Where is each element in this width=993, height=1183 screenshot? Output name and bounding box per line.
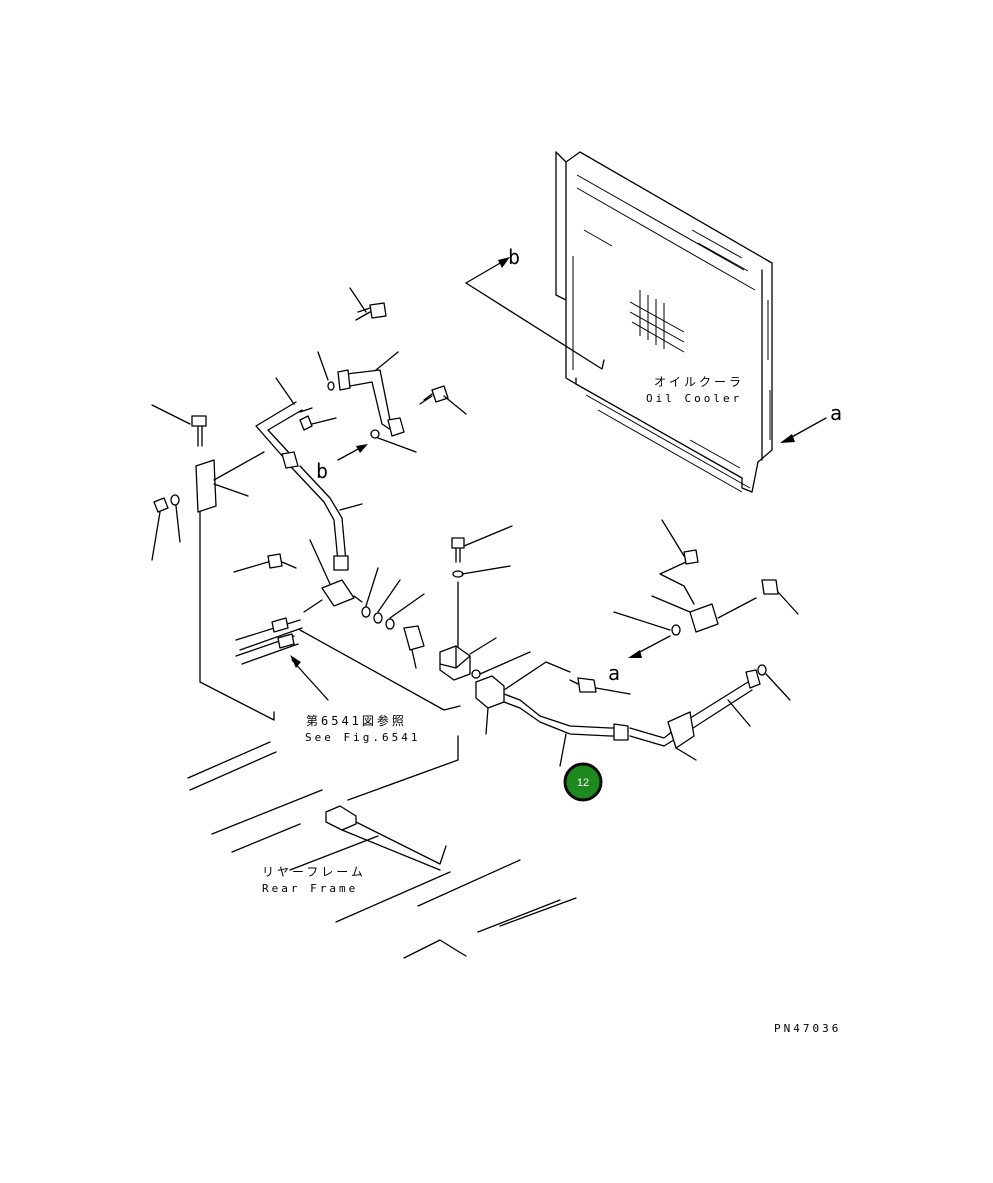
pipe-right bbox=[629, 664, 791, 761]
see-fig-label-en: See Fig.6541 bbox=[305, 731, 420, 744]
pipe-upper-left bbox=[255, 377, 337, 469]
bolt-center bbox=[451, 525, 513, 649]
marker-a-lower: a bbox=[608, 661, 620, 685]
oil-cooler bbox=[555, 151, 773, 493]
oil-cooler-label-en: Oil Cooler bbox=[646, 392, 742, 405]
marker-a-right: a bbox=[830, 401, 842, 425]
oil-cooler-label-jp: オイルクーラ bbox=[654, 375, 744, 389]
tee-fitting bbox=[233, 539, 363, 613]
block bbox=[439, 637, 531, 681]
bolt-right bbox=[419, 385, 467, 415]
callout-12-number[interactable]: 12 bbox=[577, 777, 589, 789]
arrow-a-right bbox=[780, 417, 827, 443]
callout-12[interactable]: 12 bbox=[563, 762, 603, 802]
callout-12-circle[interactable] bbox=[563, 762, 603, 802]
nut-washer-left bbox=[151, 494, 181, 561]
hose-upper bbox=[291, 465, 363, 571]
see-fig-label-jp: 第6541図参照 bbox=[306, 713, 407, 728]
bracket-left bbox=[195, 451, 275, 721]
o-rings bbox=[361, 567, 425, 669]
marker-b-lower: b bbox=[316, 459, 328, 483]
hose-12-assembly bbox=[475, 661, 631, 767]
bolt-top bbox=[349, 287, 387, 321]
pipe-upper-right bbox=[337, 351, 405, 437]
figure-code: PN47036 bbox=[774, 1022, 841, 1035]
bolt-far-left bbox=[151, 404, 207, 447]
clamp-upper-right bbox=[613, 519, 799, 636]
rear-frame-label-en: Rear Frame bbox=[262, 882, 358, 895]
fig-6541-parts bbox=[235, 617, 461, 711]
marker-b-top: b bbox=[508, 245, 520, 269]
rear-frame bbox=[187, 735, 577, 959]
arrow-b-top bbox=[465, 257, 605, 370]
rear-frame-label-jp: リヤーフレーム bbox=[262, 865, 366, 879]
